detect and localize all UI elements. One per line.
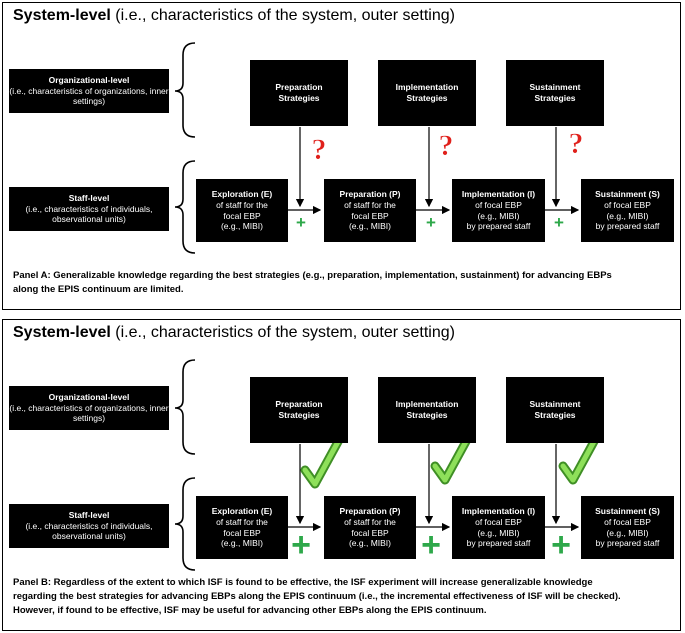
- plus-icon: +: [551, 526, 571, 564]
- plus-icon: +: [421, 526, 441, 564]
- sustainment-stage-box: Sustainment (S)of focal EBP(e.g., MIBI)b…: [581, 179, 674, 242]
- panel-b-connectors: + + +: [174, 359, 602, 571]
- plus-icon: +: [426, 213, 436, 232]
- staff-brace: [174, 477, 196, 571]
- question-mark-icon: ?: [569, 127, 584, 160]
- panel-a: System-level (i.e., characteristics of t…: [2, 2, 681, 310]
- panel-b-title: System-level (i.e., characteristics of t…: [13, 324, 455, 341]
- plus-icon: +: [296, 213, 306, 232]
- panel-b: System-level (i.e., characteristics of t…: [2, 319, 681, 631]
- org-brace: [174, 359, 196, 455]
- staff-level-box: Staff-level (i.e., characteristics of in…: [9, 187, 169, 231]
- plus-icon: +: [554, 213, 564, 232]
- panel-a-title: System-level (i.e., characteristics of t…: [13, 7, 455, 24]
- staff-brace: [174, 160, 196, 254]
- panel-b-caption: Panel B: Regardless of the extent to whi…: [13, 577, 621, 616]
- implementation-stage-box: Implementation (I)of focal EBP(e.g., MIB…: [452, 179, 545, 242]
- plus-icon: +: [291, 526, 311, 564]
- panel-a-caption: Panel A: Generalizable knowledge regardi…: [13, 270, 612, 295]
- org-brace: [174, 42, 196, 138]
- staff-level-box: Staff-level (i.e., characteristics of in…: [9, 504, 169, 548]
- question-mark-icon: ?: [312, 133, 327, 166]
- org-level-box: Organizational-level (i.e., characterist…: [9, 69, 169, 113]
- implementation-stage-box: Implementation (I)of focal EBP(e.g., MIB…: [452, 496, 545, 559]
- panel-a-connectors: ? ? ? + + +: [174, 42, 584, 254]
- sustainment-stage-box: Sustainment (S)of focal EBP(e.g., MIBI)b…: [581, 496, 674, 559]
- question-mark-icon: ?: [439, 129, 454, 162]
- org-level-box: Organizational-level (i.e., characterist…: [9, 386, 169, 430]
